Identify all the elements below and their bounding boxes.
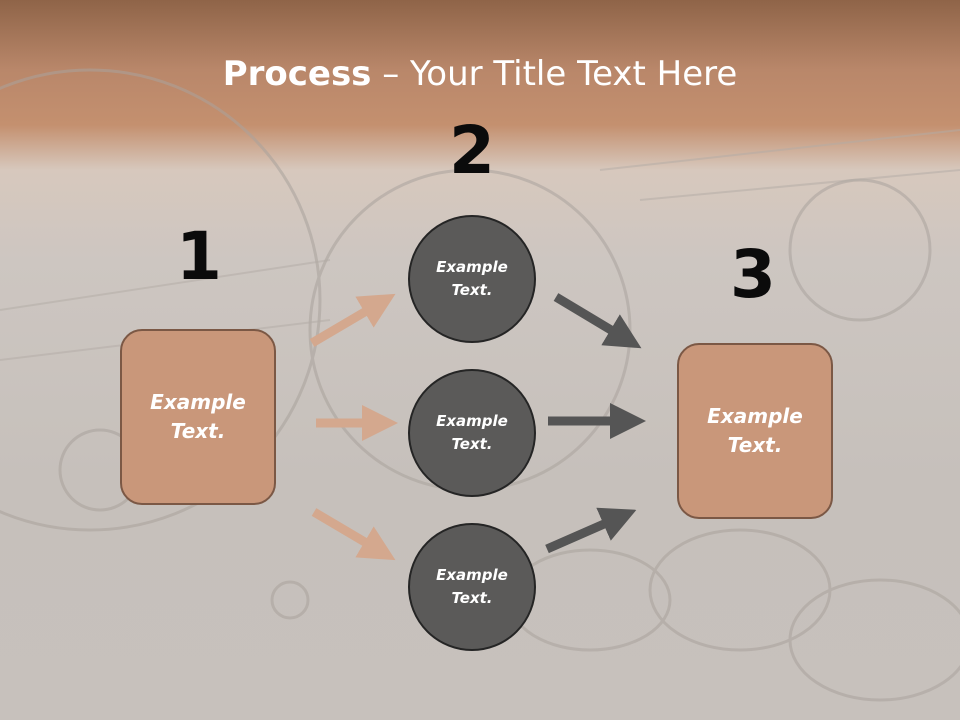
circle-bottom-text: Example Text.: [436, 566, 508, 607]
arrow-1-to-bottom: [311, 508, 396, 561]
step-2-circle-top: Example Text.: [408, 215, 536, 343]
step-number-1: 1: [176, 218, 222, 295]
slide-title: Process – Your Title Text Here: [0, 52, 960, 96]
arrow-1-to-top: [309, 293, 396, 347]
title-bold: Process: [222, 54, 372, 94]
arrow-top-to-3: [553, 293, 642, 349]
step-1-box: Example Text.: [120, 329, 276, 505]
step-1-text: Example Text.: [150, 390, 246, 443]
step-3-box: Example Text.: [677, 343, 833, 519]
title-rest: – Your Title Text Here: [371, 54, 738, 94]
step-number-3: 3: [730, 236, 776, 313]
circle-middle-text: Example Text.: [436, 412, 508, 453]
step-3-text: Example Text.: [707, 404, 803, 457]
arrow-bottom-to-3: [545, 507, 637, 554]
step-2-circle-middle: Example Text.: [408, 369, 536, 497]
step-2-circle-bottom: Example Text.: [408, 523, 536, 651]
circle-top-text: Example Text.: [436, 258, 508, 299]
step-number-2: 2: [449, 112, 495, 189]
